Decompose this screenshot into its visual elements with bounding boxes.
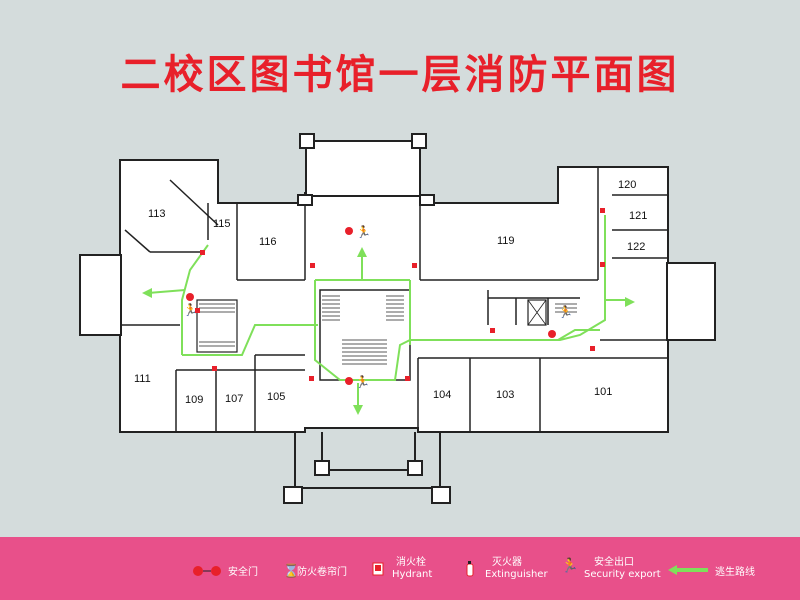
room-labels: 113 115 116 119 120 121 122 111 109 107 … (134, 179, 647, 406)
escape-arrows (142, 247, 635, 415)
room-109: 109 (185, 394, 203, 406)
extinguisher-icon (466, 561, 474, 577)
room-115: 115 (213, 218, 231, 230)
safety-door-markers (186, 227, 556, 385)
room-121: 121 (629, 210, 647, 222)
legend-extinguisher-en: Extinguisher (485, 569, 548, 580)
room-120: 120 (618, 179, 636, 191)
legend-hydrant: 消火栓 (396, 557, 426, 568)
escape-route-icon (668, 565, 708, 575)
room-105: 105 (267, 391, 285, 403)
svg-text:🏃: 🏃 (183, 303, 198, 317)
interior-walls (120, 167, 668, 432)
room-122: 122 (627, 241, 645, 253)
svg-text:🏃: 🏃 (356, 225, 371, 239)
legend-exit: 安全出口 (594, 557, 634, 568)
entrance-columns (283, 133, 451, 504)
legend-bar: 安全门 ⌛ 防火卷帘门 消火栓 Hydrant 灭火器 Extinguisher… (0, 537, 800, 600)
fire-shutter-icon: ⌛ (283, 564, 300, 579)
hydrant-markers (195, 208, 605, 381)
legend-exit-en: Security export (584, 569, 661, 580)
page-title: 二校区图书馆一层消防平面图 (120, 52, 680, 98)
legend-extinguisher: 灭火器 (492, 557, 522, 568)
legend-fire-shutter: 防火卷帘门 (297, 567, 347, 578)
legend-escape-route: 逃生路线 (715, 567, 755, 578)
hydrant-icon (372, 562, 384, 576)
room-119: 119 (497, 235, 515, 247)
legend-hydrant-en: Hydrant (392, 569, 433, 580)
room-101: 101 (594, 386, 612, 398)
room-111: 111 (134, 373, 151, 385)
legend-safety-door: 安全门 (228, 567, 258, 578)
exit-icon: 🏃 (561, 558, 579, 574)
floor-plan: 🏃 🏃 🏃 🏃 113 115 116 119 120 121 122 111 … (79, 133, 716, 504)
room-116: 116 (259, 236, 277, 248)
svg-text:🏃: 🏃 (558, 305, 573, 319)
safety-door-icon (193, 566, 221, 576)
room-113: 113 (148, 208, 166, 220)
svg-text:🏃: 🏃 (355, 375, 370, 389)
escape-route (181, 215, 625, 381)
room-107: 107 (225, 393, 243, 405)
room-104: 104 (433, 389, 451, 401)
room-103: 103 (496, 389, 514, 401)
exit-sign-markers: 🏃 🏃 🏃 🏃 (183, 225, 573, 389)
